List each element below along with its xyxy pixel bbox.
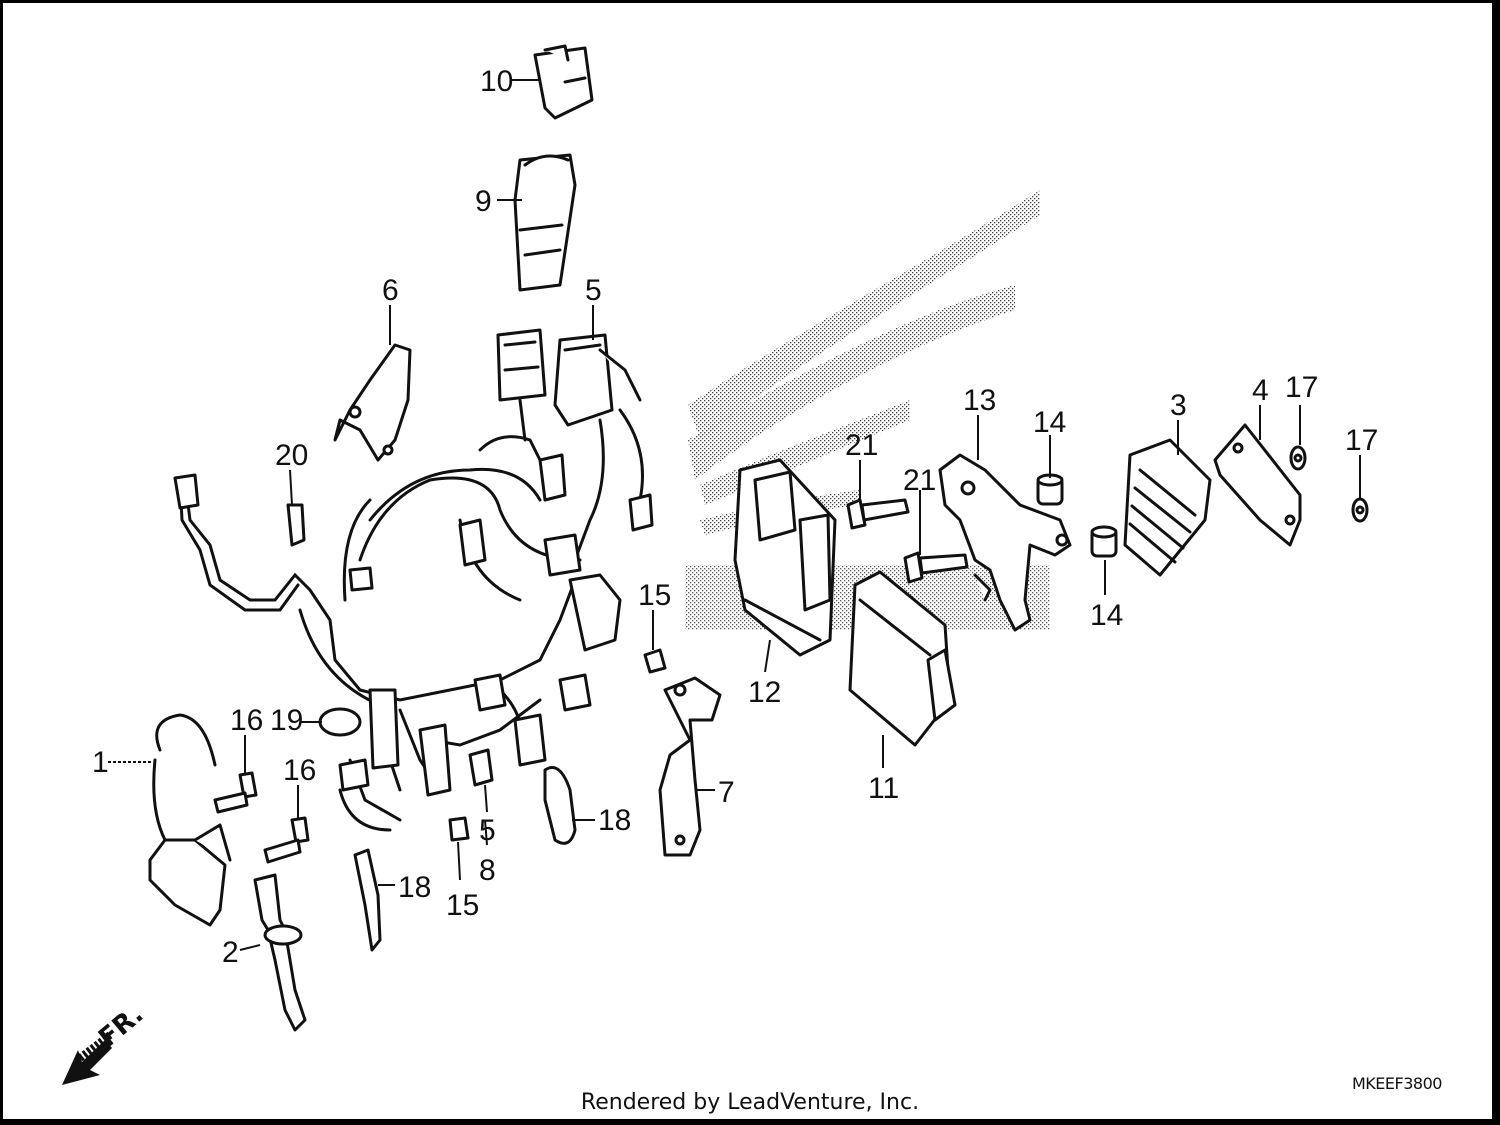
collar-14-a: [1036, 473, 1064, 506]
callout-20: 20: [275, 439, 308, 472]
callout-5-lower: 5: [479, 814, 496, 847]
nut-15-a: [643, 648, 667, 674]
bolt-21-a: [846, 498, 910, 530]
nut-17-b: [1351, 497, 1369, 523]
grommet-19: [318, 707, 362, 737]
callout-16-upper: 16: [230, 704, 263, 737]
callout-5-upper: 5: [585, 274, 602, 307]
nut-15-b: [448, 816, 470, 842]
callout-10: 10: [480, 65, 513, 98]
band-18-a: [543, 766, 577, 845]
callout-15-upper: 15: [638, 579, 671, 612]
callout-14-lower: 14: [1090, 599, 1123, 632]
callout-labels: 10 9 6 5 20 21 21 13 14 14 3 4 17 17 15 …: [92, 65, 1378, 969]
harness-connector-upper: [496, 328, 547, 402]
callout-13: 13: [963, 384, 996, 417]
callout-8: 8: [479, 854, 496, 887]
callout-12: 12: [748, 676, 781, 709]
bracket-7: [658, 676, 722, 857]
callout-17-lower: 17: [1345, 424, 1378, 457]
callout-7: 7: [718, 776, 735, 809]
plug-cap-2: [253, 873, 307, 1032]
regulator-rectifier-3: [1123, 438, 1212, 577]
nut-17-a: [1289, 445, 1307, 471]
callout-9: 9: [475, 185, 492, 218]
callout-18-right: 18: [598, 804, 631, 837]
bolt-16-b: [263, 816, 310, 864]
callout-14-upper: 14: [1033, 406, 1066, 439]
front-direction-arrow-icon: FR.: [62, 999, 149, 1085]
coupler-9: [513, 153, 577, 292]
relay-5-upper: [553, 333, 642, 427]
figure-code: MKEEF3800: [1352, 1074, 1442, 1093]
callout-15-lower: 15: [446, 889, 479, 922]
bulb-20: [286, 503, 306, 547]
plate-4: [1213, 423, 1302, 547]
ecu-11: [848, 570, 957, 747]
callout-2: 2: [222, 936, 239, 969]
relay-5-lower: [468, 748, 494, 787]
ecu-holder-12: [733, 458, 837, 657]
callout-1: 1: [92, 746, 109, 779]
bolt-16-a: [213, 771, 258, 814]
render-credit: Rendered by LeadVenture, Inc.: [580, 1090, 920, 1115]
collar-14-b: [1090, 525, 1118, 558]
callout-4: 4: [1252, 374, 1269, 407]
callout-3: 3: [1170, 389, 1187, 422]
bracket-6: [333, 343, 412, 462]
callout-21-lower: 21: [903, 464, 936, 497]
main-wire-harness: [178, 398, 644, 832]
bracket-13: [938, 453, 1072, 632]
callout-17-upper: 17: [1285, 371, 1318, 404]
bolt-21-b: [903, 551, 969, 584]
callout-18-left: 18: [398, 871, 431, 904]
callout-11: 11: [868, 772, 899, 805]
callout-19: 19: [270, 704, 303, 737]
callout-21-upper: 21: [845, 429, 878, 462]
ignition-coil-1: [148, 713, 232, 927]
band-18-b: [353, 848, 382, 952]
callout-6: 6: [382, 274, 399, 307]
callout-16-lower: 16: [283, 754, 316, 787]
leader-lines: [108, 79, 1361, 951]
connector-cap-10: [533, 44, 594, 120]
harness-couplers: [173, 453, 654, 797]
